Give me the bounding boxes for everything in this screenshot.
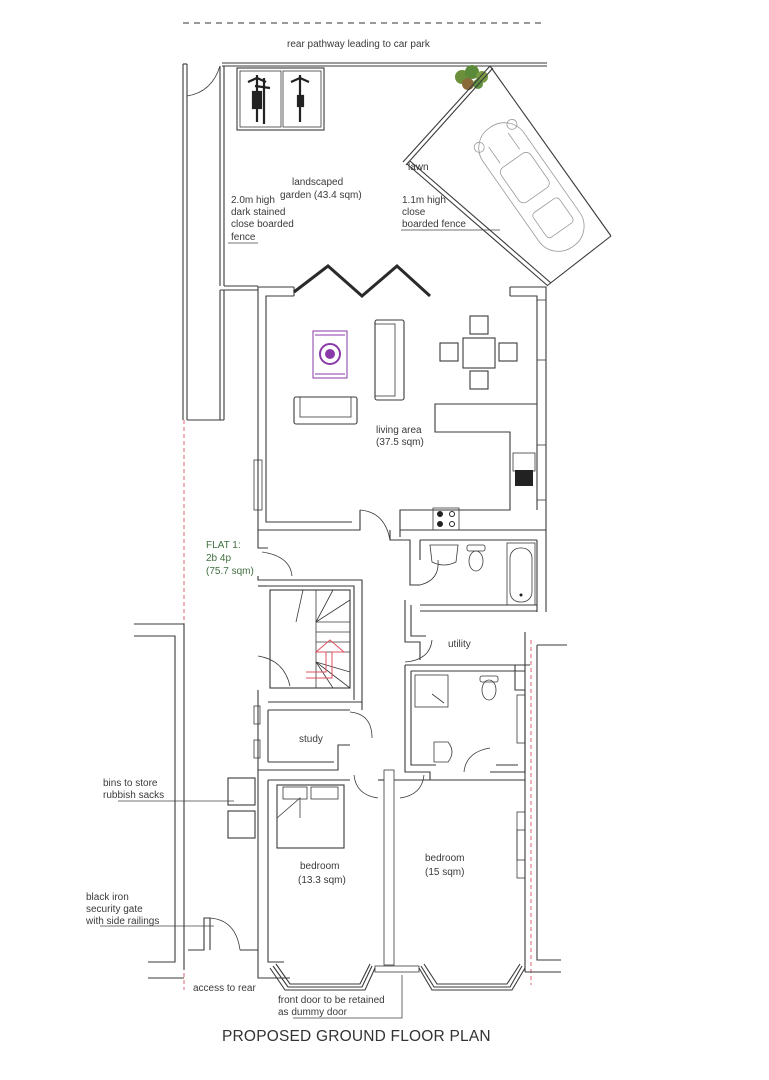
left-fence-label-3: close boarded: [231, 219, 294, 230]
sofa-icon: [293, 396, 358, 425]
bay-window-right: [418, 963, 526, 991]
sofa-icon: [374, 319, 405, 401]
car-icon: [473, 118, 585, 252]
bins-label-2: rubbish sacks: [103, 790, 164, 801]
bedroom1-label: bedroom: [300, 861, 339, 872]
right-fence-label-3: boarded fence: [402, 219, 466, 230]
bedroom1-walls: [257, 770, 384, 979]
hall-lower-walls: [353, 769, 425, 966]
rear-pathway-label: rear pathway leading to car park: [287, 39, 431, 50]
neighbour-wall-left: [134, 623, 185, 979]
study-door-swing: [349, 711, 373, 739]
sink-icon: [429, 544, 459, 566]
bike-store: [236, 67, 325, 131]
bifold-door-icon: [293, 263, 432, 298]
bedroom2-walls: [394, 779, 526, 879]
bin-icon: [227, 777, 256, 839]
utility-door-swing: [404, 639, 433, 663]
plan-title: PROPOSED GROUND FLOOR PLAN: [222, 1028, 491, 1045]
sink-icon: [515, 470, 533, 486]
staircase-icon: [257, 589, 351, 689]
bedroom2-label: bedroom: [425, 853, 464, 864]
living-area-walls: [253, 286, 547, 531]
bed-icon: [276, 784, 345, 849]
utility-label: utility: [448, 639, 471, 650]
rug-icon: [312, 330, 348, 379]
rear-gate-door-swing: [186, 65, 221, 97]
gate-label-1: black iron: [86, 892, 129, 903]
parking-bay: [402, 65, 612, 287]
left-fence-label-2: dark stained: [231, 207, 285, 218]
left-fence-label-1: 2.0m high: [231, 195, 275, 206]
security-gate: [188, 917, 258, 951]
garden-boundary: [182, 62, 547, 421]
bedroom1-size: (13.3 sqm): [298, 875, 346, 886]
garden-area-label: garden (43.4 sqm): [280, 190, 362, 201]
hallway-walls: [257, 529, 547, 710]
bicycle-icon: [247, 75, 271, 124]
shower-room-door-swing: [463, 747, 491, 773]
garden-label: landscaped: [292, 177, 343, 188]
study-walls: [253, 690, 373, 771]
flat-bed-persons: 2b 4p: [206, 553, 231, 564]
front-door-leader: [293, 975, 403, 1019]
bicycle-icon: [290, 75, 310, 122]
sink-icon: [433, 741, 453, 763]
study-label: study: [299, 734, 323, 745]
dining-table-icon: [439, 315, 518, 390]
front-door-label-2: as dummy door: [278, 1007, 348, 1018]
front-door: [374, 965, 420, 973]
cupboard-door-swing: [257, 655, 291, 687]
right-fence-label-1: 1.1m high: [402, 195, 446, 206]
utility-walls: [404, 600, 530, 672]
kitchen-counter: [399, 403, 537, 531]
access-rear-label: access to rear: [193, 983, 256, 994]
left-fence-label-4: fence: [231, 232, 256, 243]
neighbour-wall-right: [516, 632, 567, 973]
bedroom2-door-swing: [399, 774, 425, 799]
living-area-label: living area: [376, 425, 422, 436]
hob-icon: [432, 507, 460, 531]
toilet-icon: [479, 675, 499, 701]
shower-icon: [414, 674, 449, 708]
living-door-swing: [359, 509, 391, 541]
living-area-size: (37.5 sqm): [376, 437, 424, 448]
shower-room-walls: [404, 665, 526, 780]
gate-label-3: with side railings: [85, 916, 159, 927]
bedroom2-size: (15 sqm): [425, 867, 464, 878]
gate-label-2: security gate: [86, 904, 143, 915]
toilet-icon: [466, 544, 486, 572]
flat-area: (75.7 sqm): [206, 566, 254, 577]
right-fence-label-2: close: [402, 207, 426, 218]
bins-label-1: bins to store: [103, 778, 158, 789]
bath-icon: [506, 542, 536, 606]
front-door-label-1: front door to be retained: [278, 995, 385, 1006]
flat-label: FLAT 1:: [206, 540, 241, 551]
bathroom-door-swing: [419, 559, 439, 586]
flat-entrance-door-swing: [261, 551, 293, 577]
lawn-label: lawn: [408, 162, 429, 173]
bedroom1-door-swing: [353, 774, 379, 799]
bay-window-left: [269, 963, 376, 991]
